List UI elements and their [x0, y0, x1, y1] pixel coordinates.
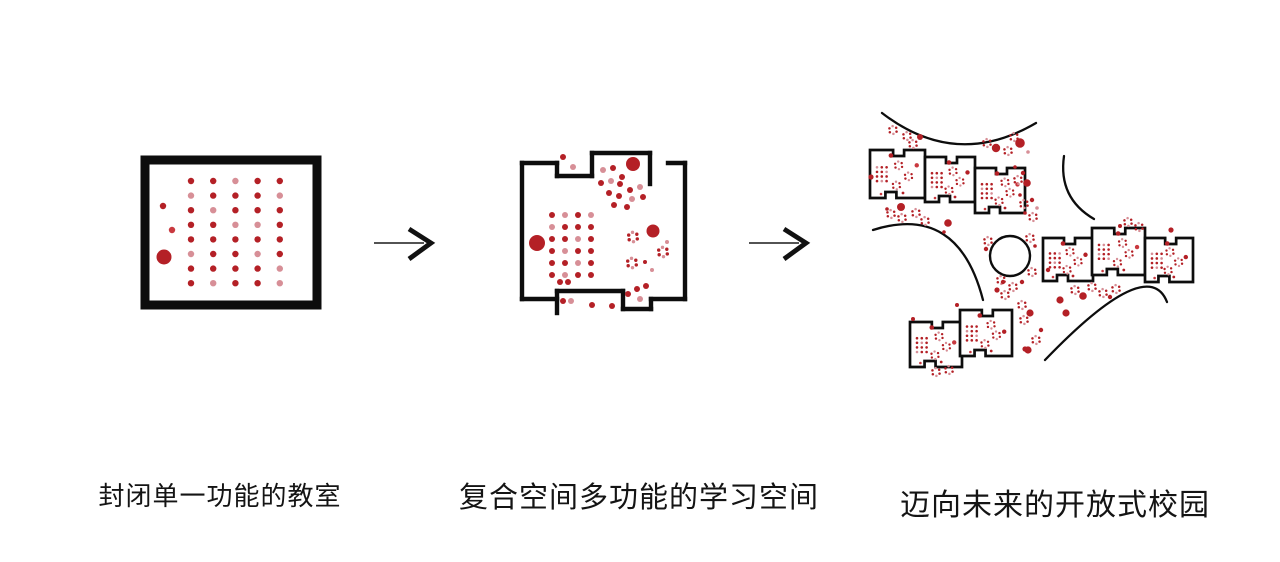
caption-future-open-campus: 迈向未来的开放式校园 — [900, 489, 1210, 522]
campus-building — [908, 320, 964, 369]
campus-building — [973, 166, 1027, 215]
arrow-2 — [749, 226, 811, 261]
campus-building — [1090, 226, 1147, 277]
open-campus-figure — [868, 111, 1195, 378]
campus-building — [958, 308, 1014, 358]
campus-building — [1143, 236, 1195, 284]
caption-composite-learning-space: 复合空间多功能的学习空间 — [458, 482, 820, 514]
caption-closed-classroom: 封闭单一功能的教室 — [98, 482, 342, 511]
campus-building — [1041, 236, 1095, 283]
campus-building — [868, 148, 927, 200]
arrow-1 — [374, 226, 436, 261]
closed-classroom-figure — [140, 155, 322, 310]
composite-learning-space-figure — [519, 150, 688, 316]
campus-building — [923, 155, 977, 204]
